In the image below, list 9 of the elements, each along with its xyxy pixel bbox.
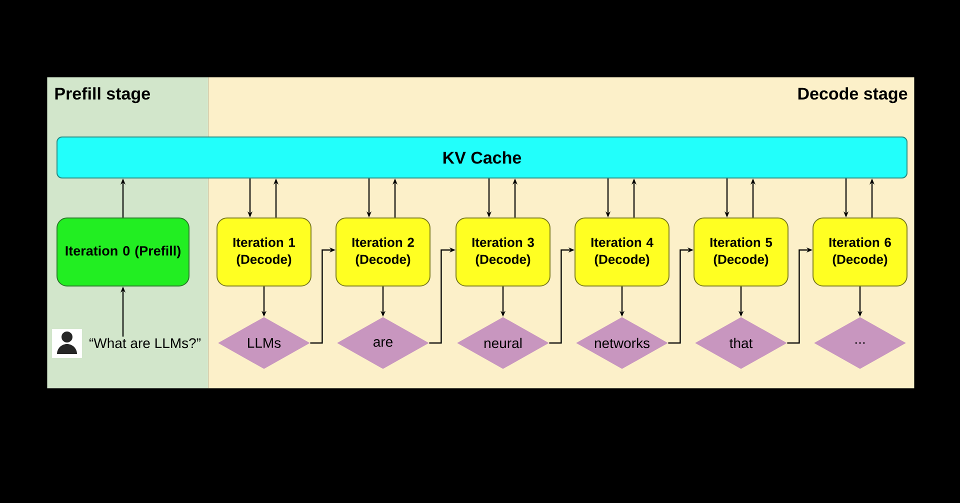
process-box: Iteration 4 (Decode) — [574, 218, 670, 286]
process-box: Iteration 0 (Prefill) — [56, 218, 190, 286]
process-box: Iteration 3 (Decode) — [456, 218, 550, 286]
process-box: Iteration 1 (Decode) — [216, 218, 312, 286]
process-box: Iteration 2 (Decode) — [336, 218, 430, 286]
prompt-text: “What are LLMs?” — [90, 338, 200, 348]
process-box: Iteration 5 (Decode) — [694, 218, 789, 286]
cache-bar: KV Cache — [56, 136, 908, 178]
process-box: Iteration 6 (Decode) — [812, 218, 908, 286]
